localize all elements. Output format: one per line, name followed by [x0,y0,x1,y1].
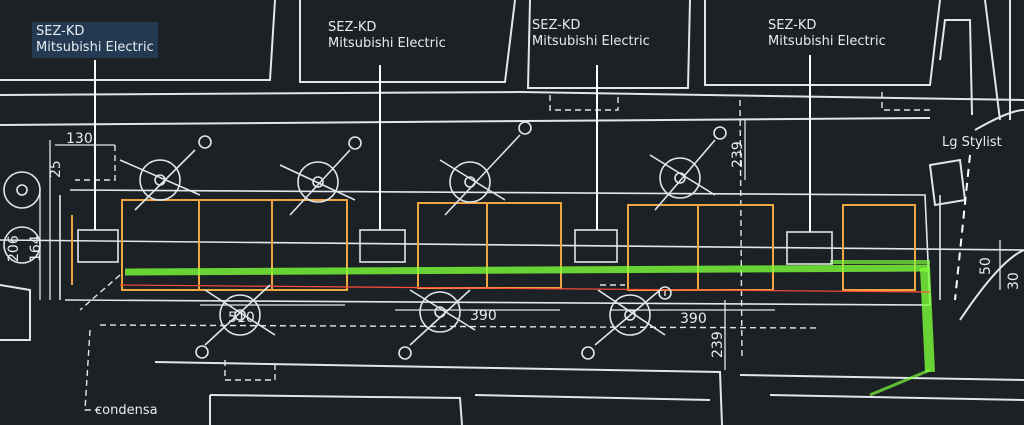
callout-model: SEZ-KD [768,18,817,33]
dimension-390-b: 390 [680,311,707,327]
dimension-239-top: 239 [730,141,746,168]
refrigerant-pipe [124,260,935,397]
dimension-25: 25 [48,160,64,178]
corridor [0,189,1024,306]
callout-model: SEZ-KD [36,24,85,39]
table-symbol-2 [279,136,362,216]
dimension-390-a: 390 [470,308,497,324]
leader-lines [94,55,971,301]
dimension-206: 206 [6,235,22,262]
callout-unit-2: SEZ-KD Mitsubishi Electric [328,20,446,52]
callout-brand: Mitsubishi Electric [768,34,886,49]
callout-brand: Mitsubishi Electric [532,34,650,49]
duct-modules [71,199,916,291]
callout-unit-4: SEZ-KD Mitsubishi Electric [768,18,886,50]
callout-brand: Mitsubishi Electric [328,36,446,51]
table-symbol-4 [649,126,727,211]
indoor-unit-1 [77,229,119,263]
dimension-130: 130 [66,131,93,147]
upper-walls [0,0,1024,207]
condensa-label: condensa [95,403,158,418]
callout-brand: Mitsubishi Electric [36,40,154,55]
indoor-unit-2 [359,229,406,263]
dimension-30: 30 [1006,272,1022,290]
table-symbols [3,121,727,360]
dimension-164: 164 [28,235,44,262]
callout-unit-1: SEZ-KD Mitsubishi Electric [32,22,158,58]
dimension-50: 50 [978,257,994,275]
lg-stylist-label: Lg Stylist [942,135,1002,150]
table-symbol-7 [581,286,672,360]
red-trace [119,284,931,293]
dimension-239-bottom: 239 [710,331,726,358]
dimension-510: 510 [228,310,255,326]
callout-unit-3: SEZ-KD Mitsubishi Electric [532,18,650,50]
callout-model: SEZ-KD [328,20,377,35]
dimension-lines [39,120,1001,370]
dashed-outlines [75,92,930,411]
table-symbol-3 [439,121,532,216]
lower-walls [0,109,1024,425]
callout-model: SEZ-KD [532,18,581,33]
table-symbol-5 [195,284,276,359]
table-symbol-6 [398,289,476,360]
table-symbol-1 [119,135,212,211]
